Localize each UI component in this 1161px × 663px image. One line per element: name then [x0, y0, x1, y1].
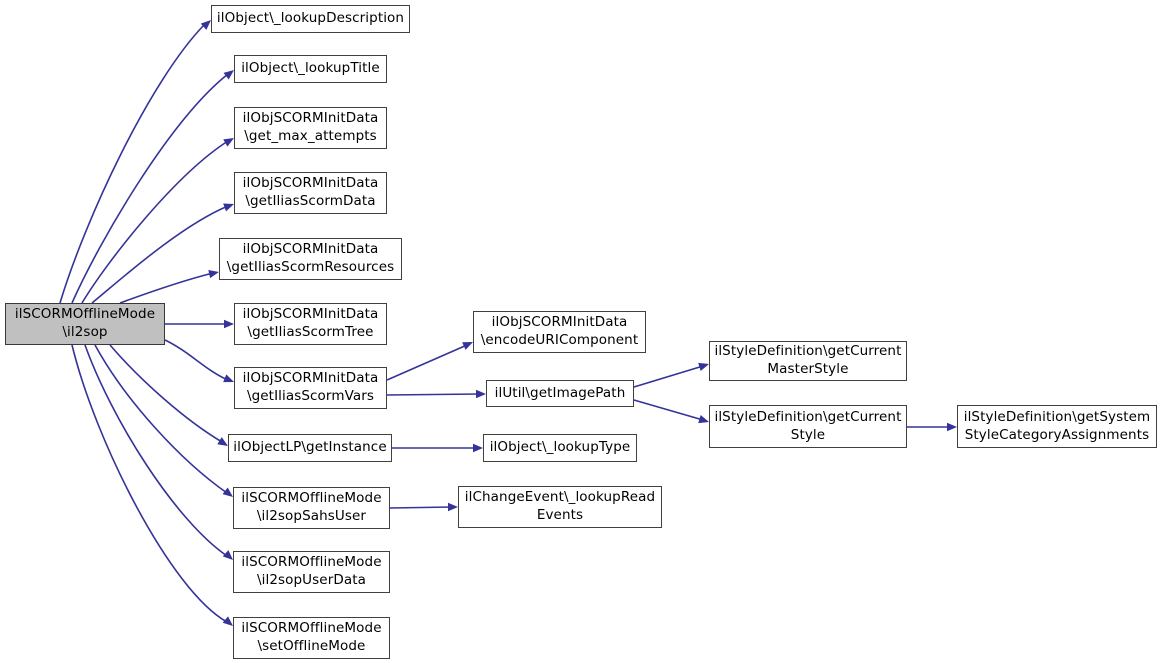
- graph-node-label: ilSCORMOfflineMode \setOfflineMode: [241, 620, 382, 654]
- edge-root-to-lookupDescription: [59, 20, 211, 304]
- graph-node-label: ilObject\_lookupDescription: [216, 10, 405, 27]
- edge-root-to-il2sopSahsUser: [94, 344, 233, 497]
- edge-getInstance-to-lookupType: [392, 443, 483, 453]
- edge-getImagePath-to-getCurrentMasterStyle: [633, 362, 709, 388]
- edge-root-to-getIliasScormData: [91, 203, 234, 304]
- graph-node-getCurrentStyle[interactable]: ilStyleDefinition\getCurrent Style: [709, 405, 907, 448]
- graph-node-lookupDescription[interactable]: ilObject\_lookupDescription: [211, 5, 410, 33]
- edge-root-to-getIliasScormVars: [164, 339, 234, 383]
- graph-node-label: ilStyleDefinition\getSystem StyleCategor…: [963, 408, 1151, 443]
- graph-node-label: ilObjSCORMInitData \encodeURIComponent: [480, 314, 639, 348]
- graph-node-label: ilStyleDefinition\getCurrent Style: [714, 408, 902, 443]
- edge-root-to-getInstance: [109, 344, 228, 446]
- graph-node-setOfflineMode[interactable]: ilSCORMOfflineMode \setOfflineMode: [233, 617, 390, 659]
- graph-node-label: ilSCORMOfflineMode \il2sopUserData: [241, 554, 382, 588]
- arrow-head: [448, 502, 458, 512]
- arrow-head: [224, 319, 234, 329]
- arrow-head: [947, 422, 957, 432]
- edge-getImagePath-to-getCurrentStyle: [633, 399, 709, 424]
- graph-node-label: ilObject\_lookupTitle: [241, 60, 380, 77]
- graph-node-label: ilObjSCORMInitData \getIliasScormResourc…: [226, 241, 395, 275]
- graph-node-lookupTitle[interactable]: ilObject\_lookupTitle: [234, 55, 387, 83]
- graph-node-label: ilObjSCORMInitData \getIliasScormTree: [242, 306, 379, 340]
- arrow-head: [473, 443, 483, 453]
- graph-node-label: ilObject\_lookupType: [489, 439, 631, 456]
- edge-root-to-getIliasScormTree: [165, 319, 234, 329]
- graph-node-label: ilObjSCORMInitData \getIliasScormData: [242, 175, 379, 209]
- graph-node-getIliasScormResources[interactable]: ilObjSCORMInitData \getIliasScormResourc…: [219, 238, 402, 280]
- graph-node-getIliasScormData[interactable]: ilObjSCORMInitData \getIliasScormData: [234, 172, 387, 214]
- graph-node-il2sopSahsUser[interactable]: ilSCORMOfflineMode \il2sopSahsUser: [233, 487, 390, 529]
- graph-node-lookupType[interactable]: ilObject\_lookupType: [483, 434, 637, 462]
- graph-node-label: ilUtil\getImagePath: [494, 384, 626, 401]
- edge-root-to-il2sopUserData: [84, 344, 233, 560]
- graph-node-getInstance[interactable]: ilObjectLP\getInstance: [228, 434, 392, 462]
- graph-node-label: ilChangeEvent\_lookupRead Events: [464, 489, 656, 523]
- edge-root-to-getIliasScormResources: [119, 269, 219, 304]
- graph-node-il2sopUserData[interactable]: ilSCORMOfflineMode \il2sopUserData: [233, 551, 390, 593]
- graph-node-getIliasScormTree[interactable]: ilObjSCORMInitData \getIliasScormTree: [234, 303, 387, 345]
- edge-getCurrentStyle-to-getSystemStyleCategoryAssignments: [907, 422, 957, 432]
- edge-getIliasScormVars-to-getImagePath: [386, 389, 486, 399]
- edge-getIliasScormVars-to-encodeURIComponent: [386, 342, 473, 381]
- graph-node-label: ilSCORMOfflineMode \il2sopSahsUser: [241, 490, 382, 524]
- edge-root-to-getMaxAttempts: [81, 138, 234, 304]
- arrow-head: [476, 389, 486, 399]
- graph-node-label: ilObjSCORMInitData \get_max_attempts: [242, 110, 379, 144]
- graph-node-getMaxAttempts[interactable]: ilObjSCORMInitData \get_max_attempts: [234, 107, 387, 149]
- graph-node-getIliasScormVars[interactable]: ilObjSCORMInitData \getIliasScormVars: [234, 367, 387, 409]
- edge-root-to-setOfflineMode: [71, 344, 233, 626]
- edge-root-to-lookupTitle: [71, 70, 234, 304]
- graph-node-getSystemStyleCategoryAssignments[interactable]: ilStyleDefinition\getSystem StyleCategor…: [957, 405, 1157, 448]
- graph-node-getImagePath[interactable]: ilUtil\getImagePath: [486, 380, 634, 407]
- graph-node-label: ilObjSCORMInitData \getIliasScormVars: [242, 370, 379, 404]
- graph-node-encodeURIComponent[interactable]: ilObjSCORMInitData \encodeURIComponent: [473, 311, 646, 353]
- graph-node-label: ilStyleDefinition\getCurrent MasterStyle: [714, 343, 902, 377]
- graph-node-label: ilSCORMOfflineMode \il2sop: [14, 306, 156, 340]
- graph-node-label: ilObjectLP\getInstance: [233, 439, 387, 456]
- edge-il2sopSahsUser-to-lookupReadEvents: [389, 502, 458, 512]
- graph-node-lookupReadEvents[interactable]: ilChangeEvent\_lookupRead Events: [458, 486, 662, 528]
- graph-node-getCurrentMasterStyle[interactable]: ilStyleDefinition\getCurrent MasterStyle: [709, 341, 907, 381]
- graph-node-root[interactable]: ilSCORMOfflineMode \il2sop: [5, 303, 165, 345]
